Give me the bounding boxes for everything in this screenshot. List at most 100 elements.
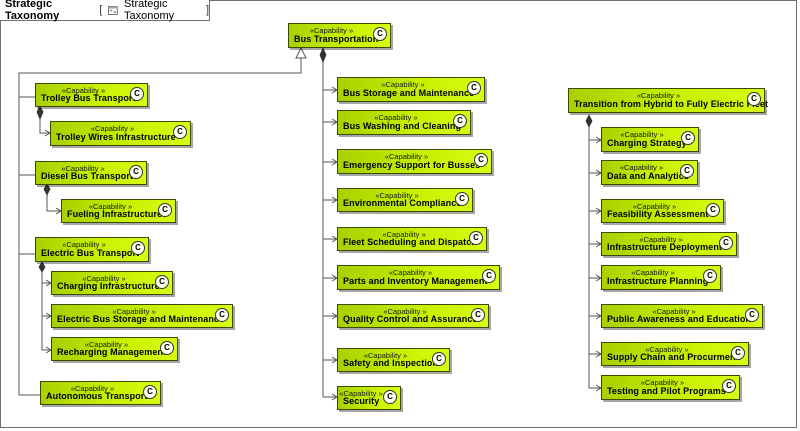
capability-icon: C [143,385,157,399]
capability-data-analytics[interactable]: «Capability » Data and Analytics C [601,160,698,185]
capability-diesel-bus-transport[interactable]: «Capability » Diesel Bus Transport C [35,161,147,185]
capability-bus-transportation[interactable]: «Capability » Bus Transportation C [288,23,391,48]
stereotype-label: «Capability » [90,124,135,133]
stereotype-label: «Capability » [639,235,683,244]
capability-icon: C [474,153,488,167]
stereotype-label: «Capability » [636,91,681,100]
stereotype-label: «Capability » [383,307,427,316]
capability-icon: C [747,92,761,106]
capability-icon: C [432,352,446,366]
capability-icon: C [158,203,172,217]
capability-testing-pilot[interactable]: «Capability » Testing and Pilot Programs… [601,375,740,400]
capability-supply-chain[interactable]: «Capability » Supply Chain and Procurmen… [601,342,749,366]
capability-bus-washing-cleaning[interactable]: «Capability » Bus Washing and Cleaning C [337,110,471,135]
capability-fleet-scheduling[interactable]: «Capability » Fleet Scheduling and Dispa… [337,227,487,251]
capability-name: Electric Bus Transport [41,248,140,258]
capability-name: Fueling Infrastructure [67,209,163,219]
capability-name: Testing and Pilot Programs [607,386,726,396]
capability-name: Emergency Support for Busses [343,160,481,170]
stereotype-label: «Capability » [631,268,675,277]
capability-infrastructure-deployment[interactable]: «Capability » Infrastructure Deployment … [601,232,737,256]
capability-emergency-support[interactable]: «Capability » Emergency Support for Buss… [337,149,492,174]
composition-diamond-transition [585,114,593,128]
capability-icon: C [455,192,469,206]
stereotype-label: «Capability » [381,80,425,89]
stereotype-label: «Capability » [382,230,426,239]
stereotype-label: «Capability » [82,274,126,283]
capability-electric-bus-storage-maintenance[interactable]: «Capability » Electric Bus Storage and M… [51,304,233,328]
capability-trolley-wires-infrastructure[interactable]: «Capability » Trolley Wires Infrastructu… [50,121,191,146]
composition-diamond-trolley [36,105,44,121]
stereotype-label: «Capability » [61,164,105,173]
capability-autonomous-transport[interactable]: «Capability » Autonomous Transport C [40,381,161,405]
capability-quality-control[interactable]: «Capability » Quality Control and Assura… [337,304,489,328]
capability-icon: C [745,308,759,322]
capability-name: Bus Transportation [294,34,379,44]
capability-name: Data and Analytics [607,171,689,181]
capability-transition-hybrid-electric[interactable]: «Capability » Transition from Hybrid to … [568,88,769,113]
capability-electric-bus-transport[interactable]: «Capability » Electric Bus Transport C [35,237,149,262]
stereotype-label: «Capability » [363,351,408,360]
capability-bus-storage-maintenance[interactable]: «Capability » Bus Storage and Maintenanc… [337,77,485,102]
capability-name: Supply Chain and Procurment [607,352,739,362]
stereotype-label: «Capability » [388,268,433,277]
capability-charging-infrastructure[interactable]: «Capability » Charging Infrastructure C [51,271,173,295]
stereotype-label: «Capability » [339,389,383,398]
capability-security[interactable]: «Capability » Security C [337,386,401,410]
stereotype-label: «Capability » [374,113,418,122]
stereotype-label: «Capability » [632,202,677,211]
capability-name: Security [343,396,380,406]
capability-name: Trolley Wires Infrastructure [56,132,176,142]
frame-diagram-name[interactable]: Strategic Taxonomy [124,0,175,22]
stereotype-label: «Capability » [652,307,696,316]
capability-charging-strategy[interactable]: «Capability » Charging Strategy C [601,127,699,152]
capability-name: Quality Control and Assurance [343,314,478,324]
capability-icon: C [719,236,733,250]
capability-icon: C [703,269,717,283]
composition-electric [41,272,51,351]
capability-name: Safety and Inspection [343,358,439,368]
frame-tab-close: ] [205,4,209,16]
capability-name: Recharging Management [57,347,167,357]
stereotype-label: «Capability » [61,86,106,95]
capability-feasibility-assessment[interactable]: «Capability » Feasibility Assessment C [601,199,724,223]
capability-name: Trolley Bus Transport [41,93,136,103]
composition-diamond-bus [319,46,327,64]
capability-recharging-management[interactable]: «Capability » Recharging Management C [51,337,178,361]
capability-trolley-bus-transport[interactable]: «Capability » Trolley Bus Transport C [35,83,148,107]
capability-icon: C [467,81,481,95]
capability-safety-inspection[interactable]: «Capability » Safety and Inspection C [337,348,450,372]
generalization-arrowhead [295,46,307,59]
frame-header: Strategic Taxonomy [ Strategic Taxonomy … [0,0,210,22]
capability-public-awareness[interactable]: «Capability » Public Awareness and Educa… [601,304,763,328]
composition-diesel [46,195,61,212]
stereotype-label: «Capability » [645,345,689,354]
capability-icon: C [383,390,397,404]
capability-name: Charging Strategy [607,138,687,148]
stereotype-label: «Capability » [70,384,115,393]
capability-icon: C [680,164,694,178]
capability-name: Charging Infrastructure [57,281,160,291]
capability-name: Bus Washing and Cleaning [343,121,462,131]
capability-icon: C [681,131,695,145]
capability-icon: C [722,379,736,393]
stereotype-label: «Capability » [88,202,133,211]
capability-icon: C [731,346,745,360]
stereotype-label: «Capability » [640,378,685,387]
capability-parts-inventory[interactable]: «Capability » Parts and Inventory Manage… [337,265,500,290]
capability-infrastructure-planning[interactable]: «Capability » Infrastructure Planning C [601,265,721,290]
stereotype-label: «Capability » [375,191,419,200]
capability-icon: C [706,203,720,217]
diagram-icon [108,5,119,15]
capability-fueling-infrastructure[interactable]: «Capability » Fueling Infrastructure C [61,199,176,223]
capability-name: Diesel Bus Transport [41,171,134,181]
capability-icon: C [215,308,229,322]
capability-name: Infrastructure Planning [607,276,709,286]
capability-name: Feasibility Assessment [607,209,709,219]
capability-icon: C [155,275,169,289]
capability-name: Transition from Hybrid to Fully Electric… [574,99,769,109]
capability-environmental-compliance[interactable]: «Capability » Environmental Compliance C [337,188,473,212]
stereotype-label: «Capability » [62,240,106,249]
